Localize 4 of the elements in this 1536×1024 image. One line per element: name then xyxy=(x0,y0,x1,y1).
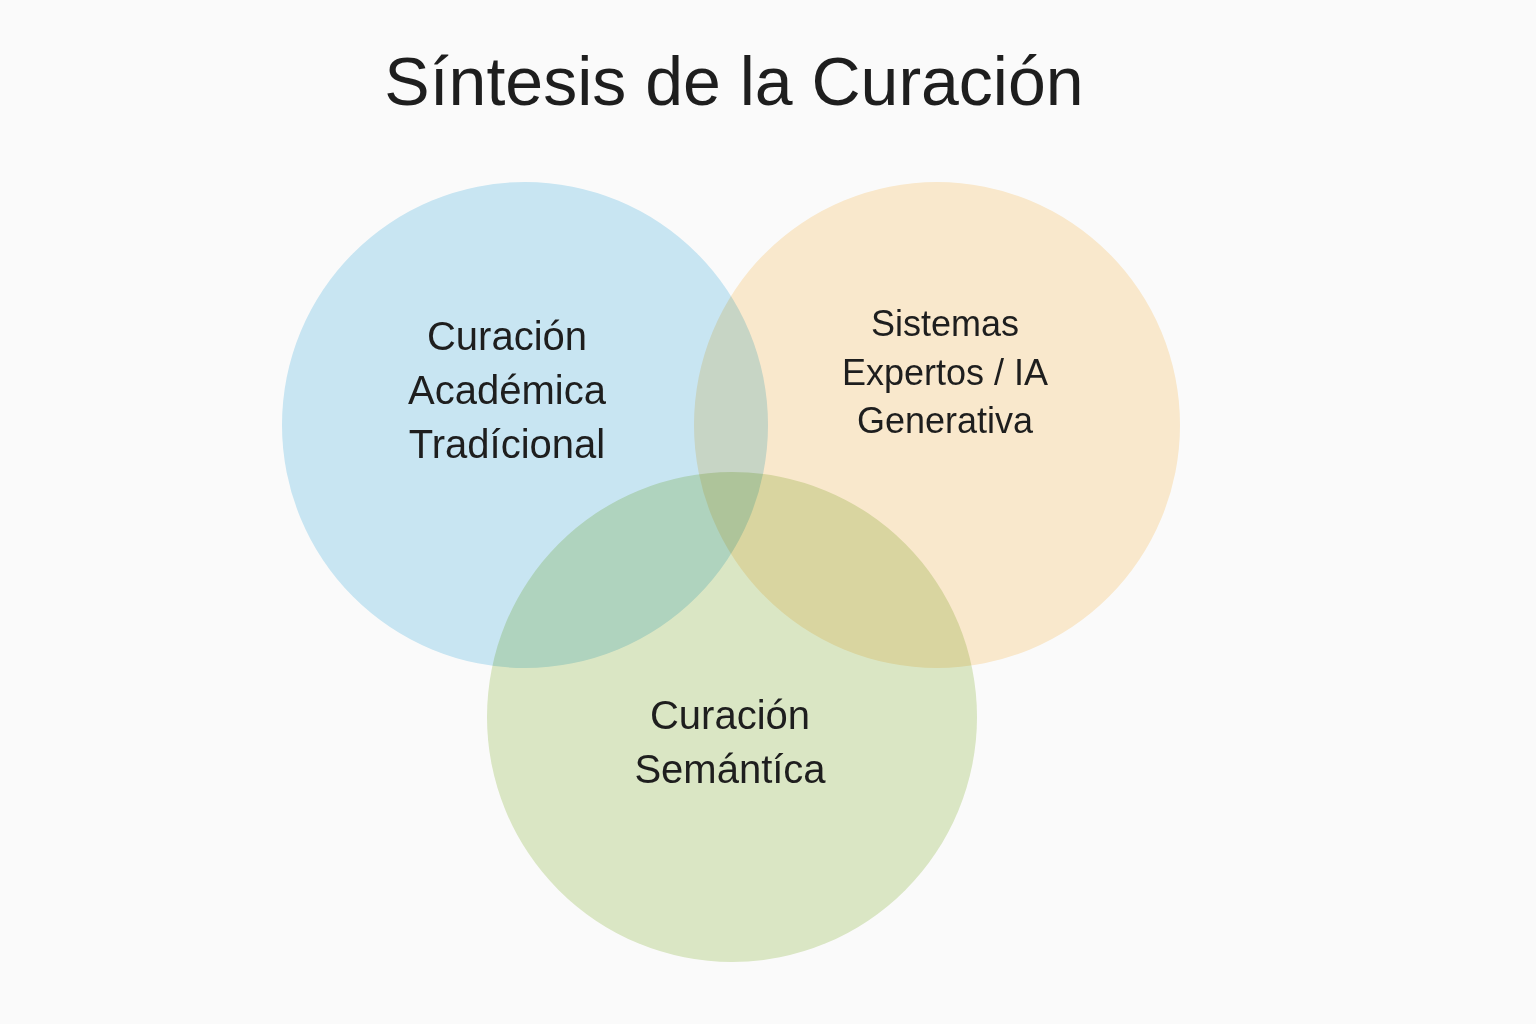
circle-label: Sistemas Expertos / IA Generativa xyxy=(840,302,1050,444)
circle-label: Curación Semántíca xyxy=(633,692,827,793)
diagram-title: Síntesis de la Curación xyxy=(383,42,1085,120)
circle-label: Curación Académica Tradícional xyxy=(407,313,607,468)
